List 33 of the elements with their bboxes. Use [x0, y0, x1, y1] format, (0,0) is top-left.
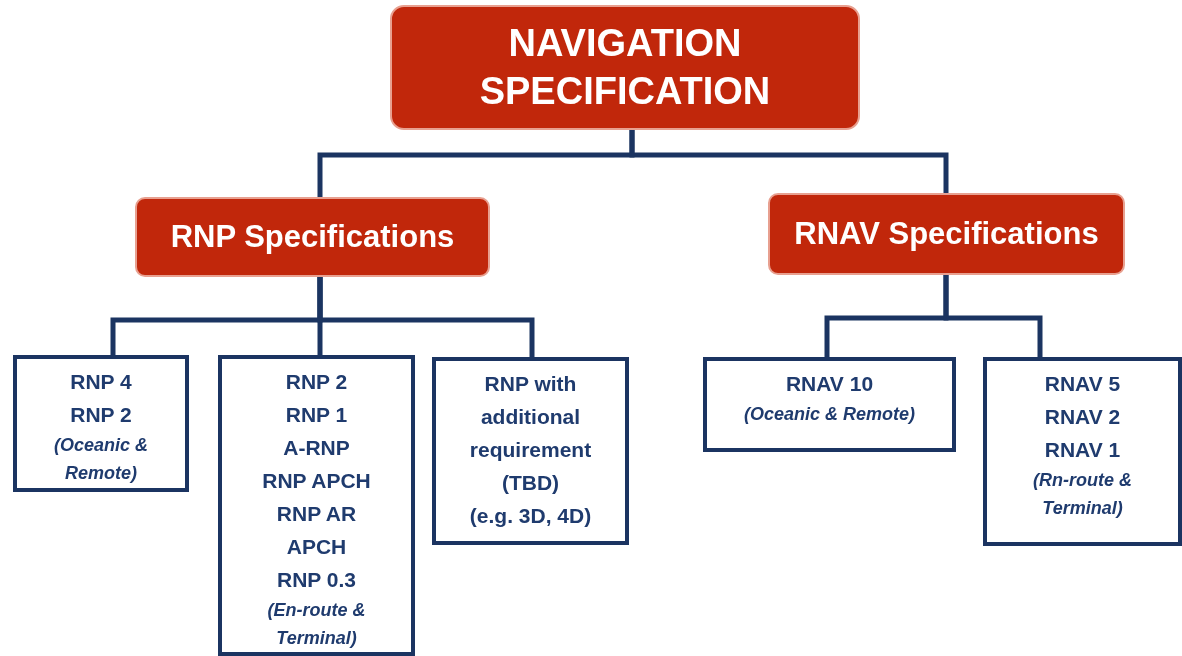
specification-label: RNP AR	[276, 501, 357, 527]
specification-label: APCH	[286, 534, 347, 560]
title-box	[390, 5, 860, 130]
specification-label: RNP APCH	[262, 468, 371, 494]
region-note: (En-route & Terminal)	[266, 599, 367, 650]
specification-label: RNP with additional requirement (TBD)	[468, 371, 593, 496]
category-box	[135, 197, 490, 277]
region-note: (Oceanic & Remote)	[52, 434, 149, 485]
specification-label: A-RNP	[283, 435, 350, 461]
connector-line	[943, 275, 1043, 357]
connector-line	[317, 277, 535, 357]
specification-label: RNAV 5	[1044, 371, 1121, 397]
specification-label: RNP 2	[70, 402, 132, 428]
specification-label: RNP 1	[285, 402, 348, 428]
connector-line	[629, 130, 949, 193]
heading: RNP Specifications	[170, 219, 455, 255]
specification-label: RNAV 1	[1044, 437, 1121, 463]
specification-label: (e.g. 3D, 4D)	[469, 503, 592, 529]
specification-box	[983, 357, 1182, 546]
specification-label: RNAV 10	[785, 371, 874, 397]
region-note: (Oceanic & Remote)	[743, 403, 915, 426]
region-note: (Rn-route & Terminal)	[1032, 469, 1133, 520]
specification-box	[703, 357, 956, 452]
specification-label: RNP 2	[285, 369, 348, 395]
specification-label: RNP 4	[70, 369, 132, 395]
specification-label: RNAV 2	[1044, 404, 1121, 430]
heading: RNAV Specifications	[794, 216, 1099, 252]
category-box	[768, 193, 1125, 275]
specification-label: RNP 0.3	[277, 567, 356, 593]
specification-box	[432, 357, 629, 545]
specification-box	[218, 355, 415, 656]
specification-box	[13, 355, 189, 492]
heading: NAVIGATION SPECIFICATION	[478, 21, 772, 114]
